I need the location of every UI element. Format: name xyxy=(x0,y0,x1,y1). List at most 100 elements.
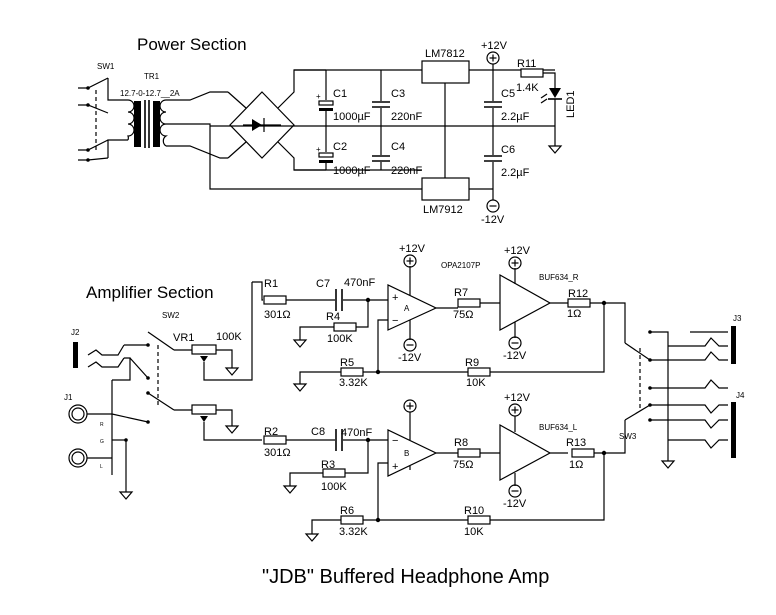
vr1-value: 100K xyxy=(216,331,242,343)
r6-resistor xyxy=(340,515,364,525)
buf-l-vplus: +12V xyxy=(504,392,531,404)
j3-jack: J3 xyxy=(668,314,742,364)
r11-value: 1.4K xyxy=(516,82,539,94)
sw3-switch: SW3 xyxy=(619,330,690,469)
c1-value: 1000µF xyxy=(333,111,371,123)
buf-r-vminus: -12V xyxy=(503,350,527,362)
opamp-a-vminus: -12V xyxy=(398,352,422,364)
r2-resistor xyxy=(263,435,287,445)
vr1b-ground-icon xyxy=(225,419,239,434)
c1-label: C1 xyxy=(333,88,347,100)
c1-capacitor: + C1 1000µF xyxy=(316,70,371,126)
r11-label: R11 xyxy=(517,58,536,70)
c7-label: C7 xyxy=(316,278,330,290)
opamp-b-plus: + xyxy=(392,461,398,473)
plus12-label: +12V xyxy=(481,40,508,52)
r11-resistor: R11 1.4K xyxy=(516,58,556,94)
c8-value: 470nF xyxy=(341,427,372,439)
vr1-potentiometer: VR1 100K xyxy=(173,282,262,441)
c4-capacitor: C4 220nF xyxy=(372,126,422,177)
j1-label: J1 xyxy=(64,393,73,402)
r12-label: R12 xyxy=(568,288,588,300)
r7-label: R7 xyxy=(454,287,468,299)
buf-l-vminus: -12V xyxy=(503,498,527,510)
r4-ground-icon xyxy=(293,333,307,348)
c6-value: 2.2µF xyxy=(501,167,530,179)
r7-resistor xyxy=(457,298,481,308)
sw3-label: SW3 xyxy=(619,432,637,441)
minus12-label: -12V xyxy=(481,214,505,226)
c3-label: C3 xyxy=(391,88,405,100)
r6-ground-icon xyxy=(305,527,319,542)
opamp-b-label: B xyxy=(404,449,409,458)
sw2-label: SW2 xyxy=(162,311,180,320)
minus12-rail-power: -12V xyxy=(481,189,505,226)
r7-value: 75Ω xyxy=(453,309,473,321)
buf-r-label: BUF634_R xyxy=(539,273,579,282)
c2-value: 1000µF xyxy=(333,165,371,177)
r10-value: 10K xyxy=(464,526,484,538)
sw1-switch: SW1 xyxy=(78,62,128,162)
sw2-switch: SW2 xyxy=(111,311,180,424)
r10-label: R10 xyxy=(464,505,484,517)
opamp-a-plus: + xyxy=(392,292,398,304)
r5-resistor xyxy=(340,367,364,377)
led1: LED1 xyxy=(540,88,577,126)
amplifier-section: OPA2107P J2 J1 R G L SW2 xyxy=(64,243,745,542)
j3-label: J3 xyxy=(733,314,742,323)
j1-pin-l: L xyxy=(100,464,103,470)
c5-label: C5 xyxy=(501,88,515,100)
r8-value: 75Ω xyxy=(453,459,473,471)
input-ground-icon xyxy=(119,485,133,500)
r12-resistor xyxy=(567,298,591,308)
c8-label: C8 xyxy=(311,426,325,438)
c4-value: 220nF xyxy=(391,165,422,177)
j4-jack: J4 xyxy=(668,379,745,458)
left-channel: R2 301Ω C8 470nF R3 100K B − + xyxy=(263,392,626,542)
r8-label: R8 xyxy=(454,437,468,449)
r4-resistor xyxy=(333,322,357,332)
r6-label: R6 xyxy=(340,505,354,517)
r1-label: R1 xyxy=(264,278,278,290)
tr1-transformer: TR1 12.7-0-12.7__2A xyxy=(120,72,432,190)
c2-capacitor: + C2 1000µF xyxy=(316,126,371,177)
c3-value: 220nF xyxy=(391,111,422,123)
r2-value: 301Ω xyxy=(264,447,291,459)
r13-value: 1Ω xyxy=(569,459,583,471)
r2-label: R2 xyxy=(264,426,278,438)
power-section: SW1 TR1 12.7-0-12.7__2A xyxy=(78,40,577,226)
r6-value: 3.32K xyxy=(339,526,368,538)
lm7812-regulator: LM7812 xyxy=(421,48,555,126)
bridge-rectifier xyxy=(227,69,326,171)
plus12-rail-power: +12V xyxy=(481,40,508,70)
r4-value: 100K xyxy=(327,333,353,345)
r5-label: R5 xyxy=(340,357,354,369)
r5-ground-icon xyxy=(293,377,307,392)
j1-pin-g: G xyxy=(100,439,104,445)
c5-value: 2.2µF xyxy=(501,111,530,123)
r10-resistor xyxy=(467,515,491,525)
c2-label: C2 xyxy=(333,141,347,153)
j4-label: J4 xyxy=(736,391,745,400)
vr1-label: VR1 xyxy=(173,332,194,344)
r1-resistor xyxy=(263,295,287,305)
r3-value: 100K xyxy=(321,481,347,493)
c4-label: C4 xyxy=(391,141,405,153)
buf-l-label: BUF634_L xyxy=(539,423,578,432)
c7-value: 470nF xyxy=(344,277,375,289)
right-channel: R1 301Ω C7 470nF R4 100K A + − +12V xyxy=(252,243,626,392)
lm7912-regulator: LM7912 xyxy=(421,126,493,216)
amplifier-section-heading: Amplifier Section xyxy=(86,283,214,302)
j2-label: J2 xyxy=(71,328,80,337)
r1-value: 301Ω xyxy=(264,309,291,321)
r12-value: 1Ω xyxy=(567,308,581,320)
c2-plus: + xyxy=(316,145,321,154)
r9-value: 10K xyxy=(466,377,486,389)
c5-capacitor: C5 2.2µF xyxy=(484,70,530,126)
lm7912-label: LM7912 xyxy=(423,204,463,216)
j1-pin-r: R xyxy=(100,422,104,428)
opamp-a-label: A xyxy=(404,304,410,313)
c1-plus: + xyxy=(316,92,321,101)
opamp-label: OPA2107P xyxy=(441,261,480,270)
r4-label: R4 xyxy=(326,311,340,323)
